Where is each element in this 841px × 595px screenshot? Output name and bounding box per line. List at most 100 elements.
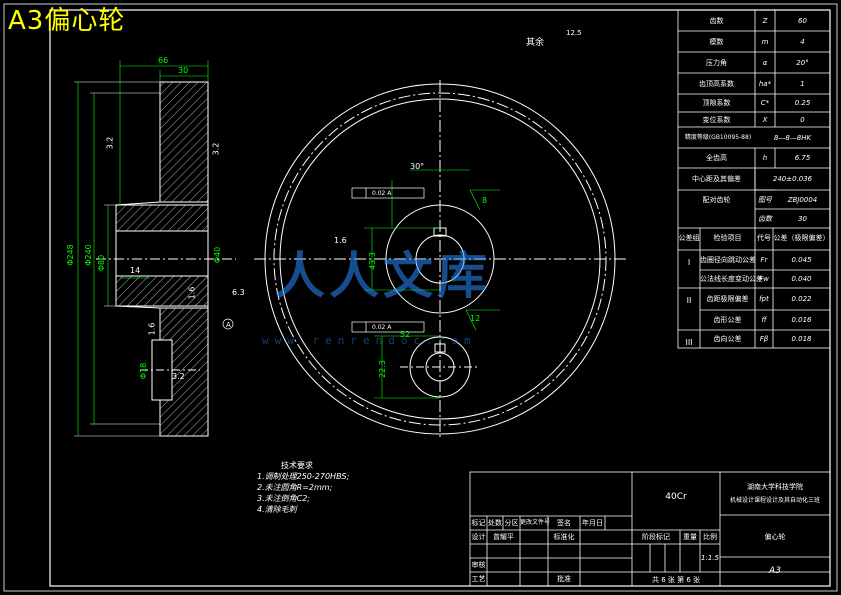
dim-key-1: 43.3 <box>367 252 377 270</box>
dim-d-mid: Φ240 <box>83 244 93 266</box>
inspect-group: II <box>686 296 692 305</box>
param-symbol: α <box>762 58 768 67</box>
param-table-grid <box>677 9 831 349</box>
inspect-group: III <box>685 338 693 347</box>
inspect-item: 齿向公差 <box>713 335 742 343</box>
tb-rev-6: 年月日 <box>582 519 603 527</box>
tb-sheets: 共 6 张 第 6 张 <box>651 576 701 584</box>
roughness-note: 其余 <box>526 38 545 48</box>
note-3: 3.未注倒角C2; <box>257 494 311 503</box>
param-symbol: X <box>762 115 768 124</box>
tb-sheet-size: A3 <box>769 566 781 576</box>
dim-key-w: 12 <box>470 314 481 323</box>
param-name: 中心距及其偏差 <box>692 175 741 183</box>
inspect-value: 0.018 <box>791 335 812 343</box>
dim-d-small: Φ18 <box>139 362 149 380</box>
dim-w-hub: 30 <box>178 66 189 75</box>
param-symbol: h <box>762 154 768 162</box>
param-symbol: 齿数 <box>758 214 772 223</box>
param-name: 变位系数 <box>702 115 731 124</box>
param-value: 0 <box>800 115 805 124</box>
drawing-title: A3偏心轮 <box>8 6 126 36</box>
inspect-head-group: 公差组 <box>678 234 700 242</box>
param-name: 压力角 <box>706 58 727 67</box>
inspect-value: 0.040 <box>791 275 812 283</box>
tb-scale: 1:1.5 <box>701 554 719 562</box>
dim-d-in: Φ80 <box>97 254 107 272</box>
param-symbol: Z <box>762 16 768 25</box>
param-name: 齿数 <box>709 16 724 25</box>
inspect-code: Fw <box>759 275 769 283</box>
title-block-grid <box>469 471 831 587</box>
inspect-code: ff <box>761 316 767 324</box>
tb-part-name: 偏心轮 <box>764 533 786 541</box>
inspect-head-code: 代号 <box>757 234 771 242</box>
rough-side-6: 1.6 <box>147 322 157 336</box>
tb-rev-1: 标记 <box>471 519 486 527</box>
dim-key-2: 22.3 <box>377 360 387 378</box>
inspect-group: I <box>687 258 691 267</box>
inspect-head-value: 公差（极限偏差） <box>773 234 830 242</box>
param-symbol: 图号 <box>758 195 772 204</box>
dim-ecc: 8 <box>482 196 488 205</box>
side-view-dimensions <box>77 60 209 436</box>
param-value: 60 <box>798 16 807 25</box>
tb-scale-label: 比例 <box>703 533 717 541</box>
roughness-value: 12.5 <box>566 29 582 37</box>
hub-section-bottom <box>115 275 209 307</box>
param-value: 240±0.036 <box>772 175 813 183</box>
rough-side-2: 3.2 <box>211 142 221 156</box>
param-name: 配对齿轮 <box>702 195 731 204</box>
watermark-logo: 人人文库 <box>275 246 491 305</box>
tb-project: 机械设计课程设计及其自动化三班 <box>729 497 820 504</box>
tb-rev-4: 更改文件号 <box>520 519 551 526</box>
dim-d-outer: Φ248 <box>65 244 75 266</box>
dim-hub-l: 14 <box>130 266 141 275</box>
param-value: 20° <box>796 58 809 67</box>
param-value: 8—8—8HK <box>773 133 812 142</box>
tb-designer: 曾耀平 <box>493 533 514 541</box>
tb-weight-label: 重量 <box>683 533 697 541</box>
param-symbol: C* <box>760 99 770 107</box>
inspect-item: 齿圈径向跳动公差 <box>700 256 756 264</box>
rough-side-4: 6.3 <box>232 288 245 297</box>
technical-notes: 技术要求 1.调制处理250-270HBS; 2.未注圆角R=2mm; 3.未注… <box>257 460 349 515</box>
front-view <box>254 80 628 440</box>
inspect-value: 0.016 <box>791 316 812 324</box>
tolerance-frames <box>222 187 425 333</box>
inspect-value: 0.022 <box>791 295 812 303</box>
tb-process-label: 工艺 <box>471 575 486 583</box>
tb-rev-3: 分区 <box>504 519 519 527</box>
watermark-url: www.renrendoc.com <box>262 334 477 347</box>
tb-design-label: 设计 <box>471 533 486 541</box>
rough-front-1: 1.6 <box>334 236 347 245</box>
tb-school: 湖南大学科技学院 <box>747 483 803 491</box>
param-value: ZBJ0004 <box>787 195 818 204</box>
param-symbol: m <box>761 37 769 46</box>
datum-a-label: A <box>226 321 231 329</box>
param-name: 顶隙系数 <box>702 99 731 107</box>
param-name: 齿顶高系数 <box>699 79 734 88</box>
rough-side-3: 1.6 <box>187 286 197 300</box>
note-1: 1.调制处理250-270HBS; <box>257 472 350 481</box>
tb-review-label: 审核 <box>471 561 486 569</box>
tb-approve-label: 批准 <box>557 575 571 583</box>
param-name: 精度等级(GB10095-88) <box>684 133 752 141</box>
param-value: 4 <box>800 37 805 46</box>
param-value: 6.75 <box>794 154 811 162</box>
rim-section-top <box>159 81 209 203</box>
tb-rev-5: 签名 <box>557 519 571 527</box>
tb-rev-2: 处数 <box>488 519 502 527</box>
tol-frame-2: 0.02 A <box>372 324 392 331</box>
note-4: 4.清除毛刺 <box>257 505 297 514</box>
rough-side-5: 3.2 <box>172 372 185 381</box>
dim-pitch: 52 <box>400 330 411 339</box>
inspect-code: Fr <box>760 256 768 264</box>
tb-material: 40Cr <box>665 492 687 502</box>
inspect-item: 齿形公差 <box>713 316 742 324</box>
inspect-value: 0.045 <box>791 256 812 264</box>
notes-heading: 技术要求 <box>281 461 313 470</box>
inspect-code: fpt <box>759 295 769 303</box>
tb-stage-label: 阶段标记 <box>642 533 670 541</box>
note-2: 2.未注圆角R=2mm; <box>257 483 333 492</box>
